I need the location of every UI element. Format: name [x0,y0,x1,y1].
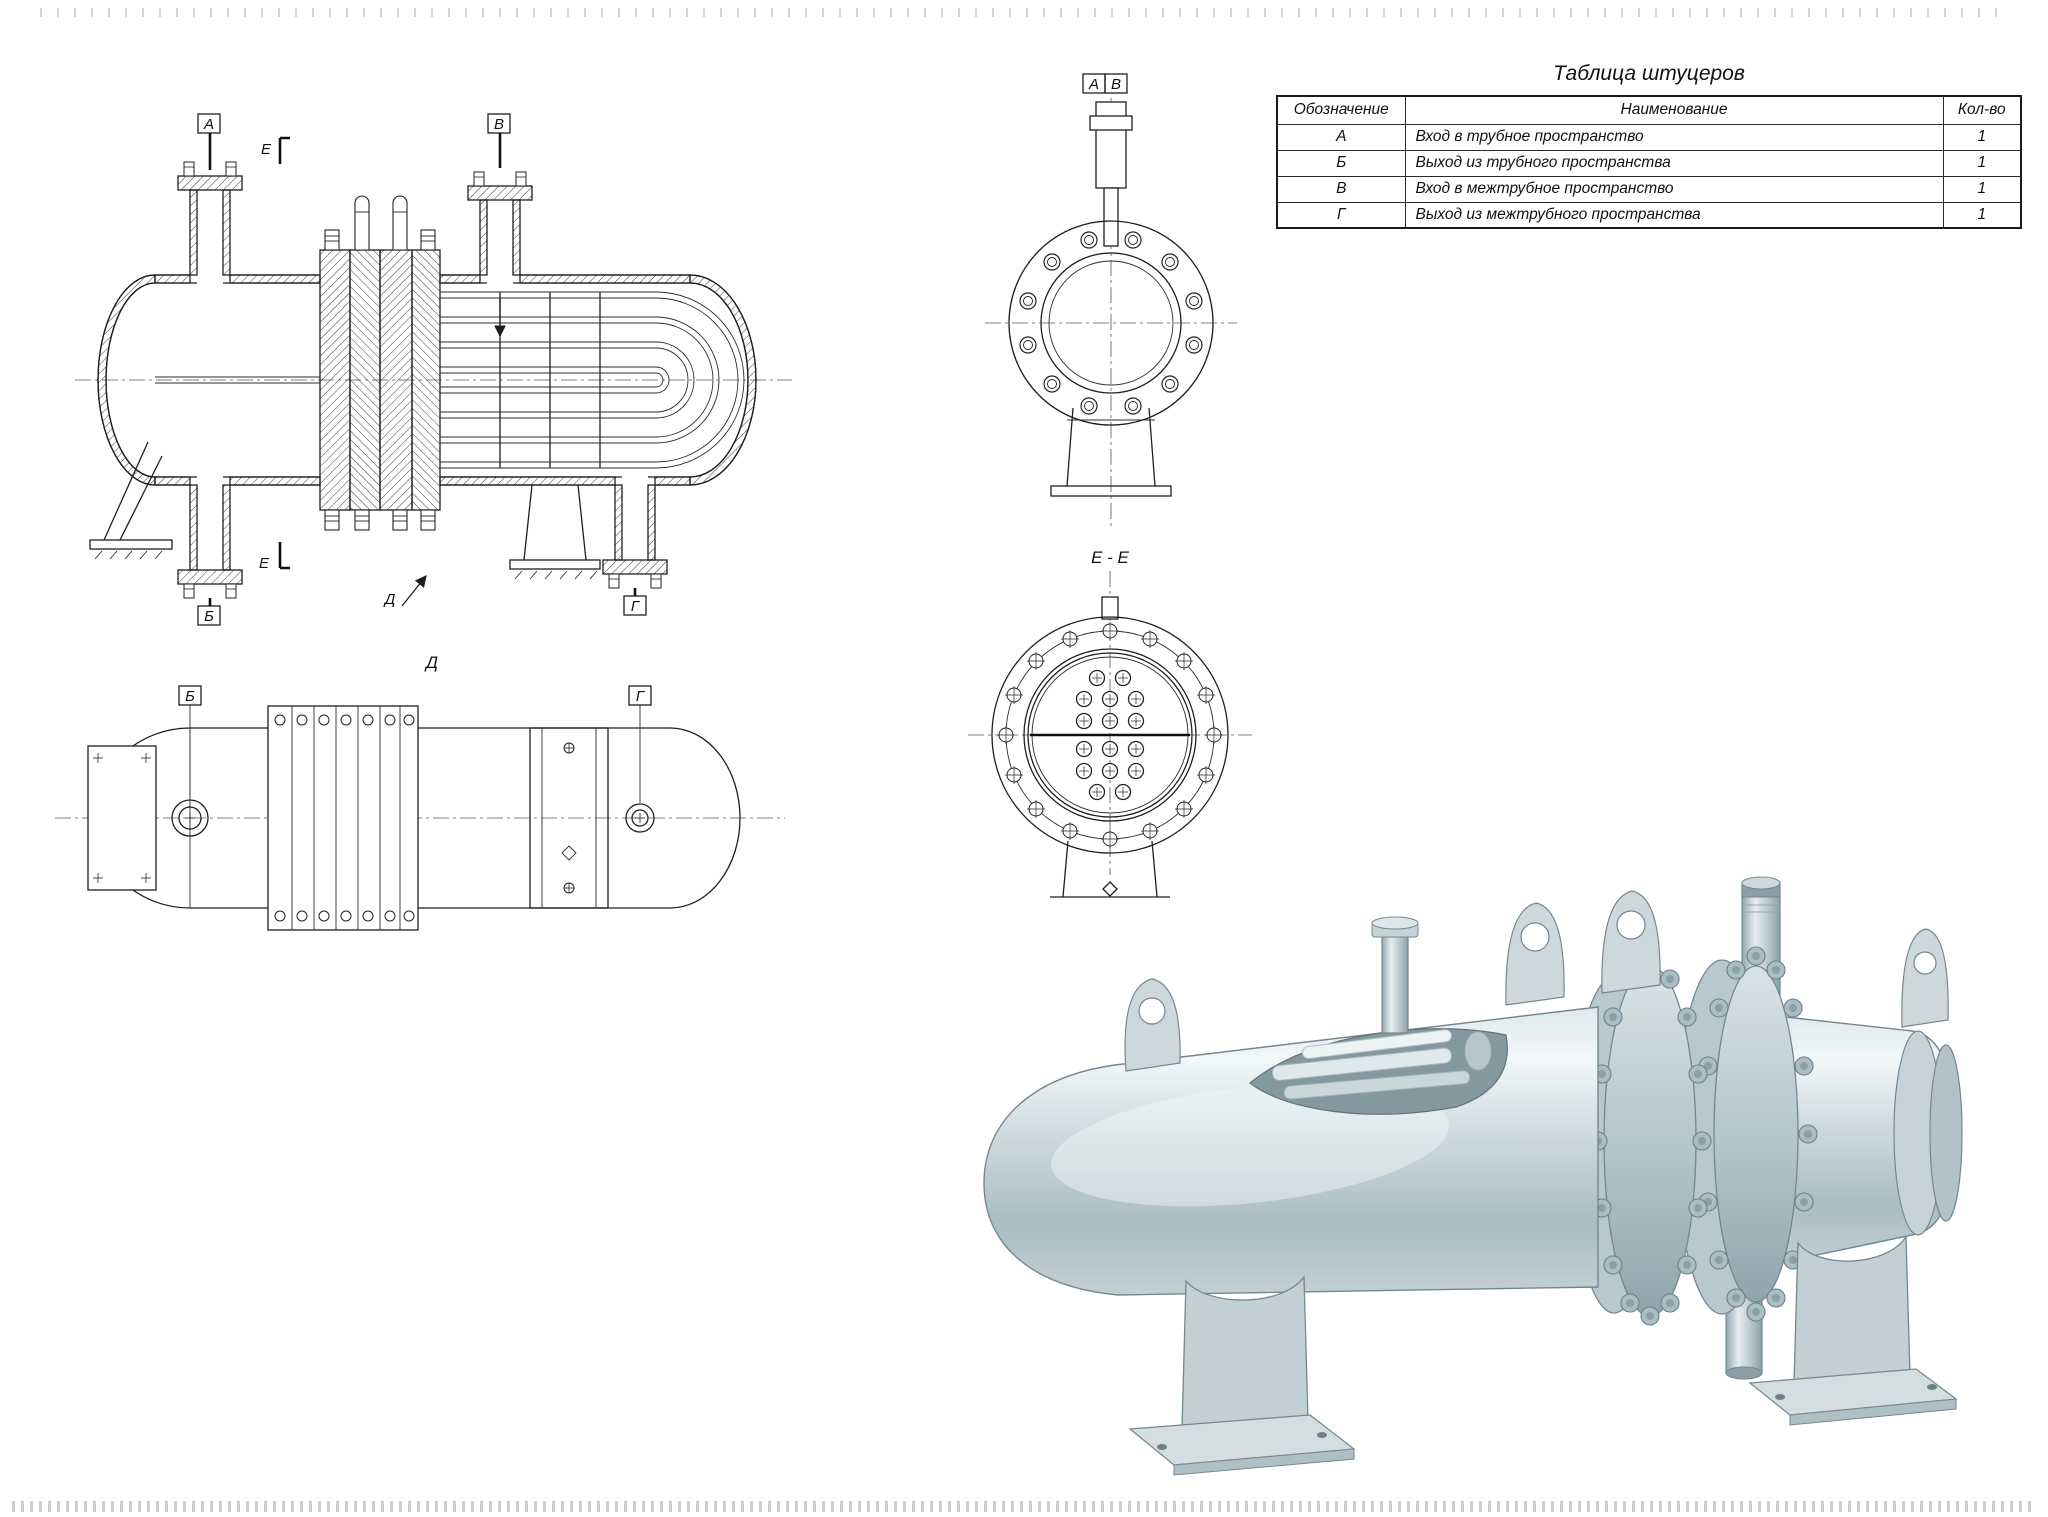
nozzle-g [602,484,668,589]
flange-circle [1008,220,1214,426]
svg-text:В: В [1111,76,1121,93]
support-front [1050,407,1172,497]
view-ab-flags: А В [1082,73,1128,94]
svg-text:А: А [1088,76,1099,93]
support-left-3d [1128,1275,1356,1476]
lifting-lug-right [1901,928,1949,1028]
section-flags: А В Б Г Е Е Д [197,113,647,626]
nozzle-v [467,171,533,338]
view-arrow-d: Д [383,591,396,608]
svg-text:Б: Б [185,688,195,705]
col-name: Наименование [1404,95,1944,125]
col-qty: Кол-во [1942,95,2022,125]
nozzle-g-bottom: Г [625,685,655,833]
end-view-ab: А В [985,73,1237,528]
sheet-edge-marks-bottom [12,1501,2036,1512]
tubesheet-circle [991,596,1229,854]
nozzle-a-3d [1371,916,1419,1034]
flag-v: В [494,116,504,133]
render-3d-view [983,876,1963,1476]
flag-g: Г [631,598,641,615]
tube-bundle [440,291,745,469]
table-row: Б Выход из трубного пространства 1 [1276,149,2022,177]
shell [97,274,757,486]
top-nozzle-projection [1089,101,1133,247]
flag-e-top: Е [261,141,272,158]
bottom-view-d: Д Б Г [55,653,785,931]
view-d-title: Д [424,653,438,672]
flange-stack [267,705,419,931]
nozzle-a [177,161,243,276]
support-below [1050,840,1170,898]
svg-text:Г: Г [636,688,646,705]
table-row: В Вход в межтрубное пространство 1 [1276,175,2022,203]
section-ee-title: Е - Е [1091,548,1129,567]
supports [89,441,601,580]
saddle-support [529,727,609,909]
table-row: А Вход в трубное пространство 1 [1276,123,2022,151]
girth-flanges-3d [1571,946,1818,1326]
table-row: Г Выход из межтрубного пространства 1 [1276,201,2022,229]
support-base-plate [87,745,157,891]
nozzle-b-bottom: Б [171,685,209,837]
lifting-lugs-3d [1124,890,1661,1072]
nozzle-table-title: Таблица штуцеров [1553,62,1745,85]
section-view-ee: Е - Е [968,548,1252,898]
flag-e-bottom: Е [259,555,270,572]
sheet-edge-marks-top [40,8,2008,17]
cutaway-tubes-3d [1249,1028,1508,1115]
support-right-3d [1748,1234,1958,1426]
flag-a: А [203,116,214,133]
col-designation: Обозначение [1276,95,1406,125]
flange-assembly [319,195,441,531]
table-header-row: Обозначение Наименование Кол-во [1276,95,2022,125]
nozzle-b [177,484,243,599]
flag-b: Б [204,608,214,625]
nozzle-table: Таблица штуцеров Обозначение Наименовани… [1276,62,2022,229]
main-section-view: А В Б Г Е Е Д [75,113,792,626]
